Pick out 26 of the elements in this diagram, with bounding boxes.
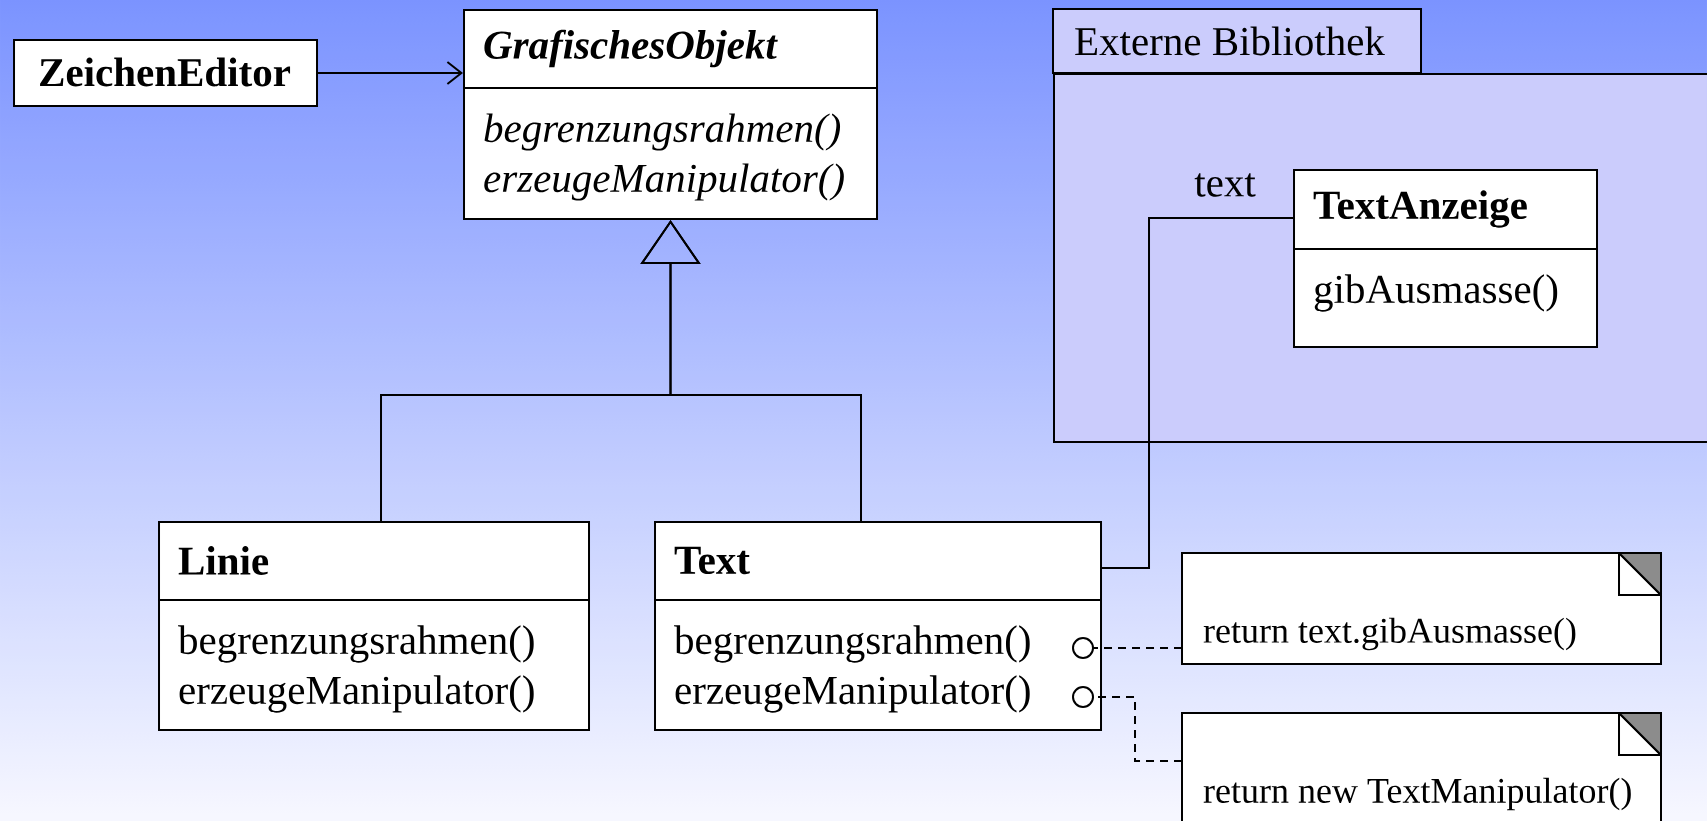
method-name: gibAusmasse() xyxy=(1314,274,1558,312)
class-box xyxy=(1292,169,1598,348)
class-box xyxy=(157,521,590,731)
method-name: erzeugeManipulator() xyxy=(675,675,1030,713)
class-name: TextAnzeige xyxy=(1313,190,1527,228)
class-name: ZeichenEditor xyxy=(40,57,291,87)
node-label: Externe Bibliothek xyxy=(1075,26,1385,56)
note-box: return text.gibAusmasse() xyxy=(1181,552,1662,665)
method-name: erzeugeManipulator() xyxy=(179,675,534,713)
association-line xyxy=(1101,217,1294,569)
note-box: return new TextManipulator() xyxy=(1181,712,1662,821)
class-name: Text xyxy=(674,546,750,575)
note-link xyxy=(1072,686,1183,762)
method-name: begrenzungsrahmen() xyxy=(674,625,1030,663)
class-box xyxy=(462,9,878,220)
edge-label: text xyxy=(1194,173,1256,197)
method-name: begrenzungsrahmen() xyxy=(178,625,534,663)
class-box xyxy=(13,39,318,107)
method-name: erzeugeManipulator() xyxy=(484,163,844,201)
note-link xyxy=(1072,637,1183,659)
arrow xyxy=(317,61,463,85)
arrow xyxy=(640,220,862,522)
class-box xyxy=(653,521,1102,731)
method-name: begrenzungsrahmen() xyxy=(484,113,841,151)
class-name: Linie xyxy=(178,546,269,575)
class-name: GrafischesObjekt xyxy=(484,29,778,68)
